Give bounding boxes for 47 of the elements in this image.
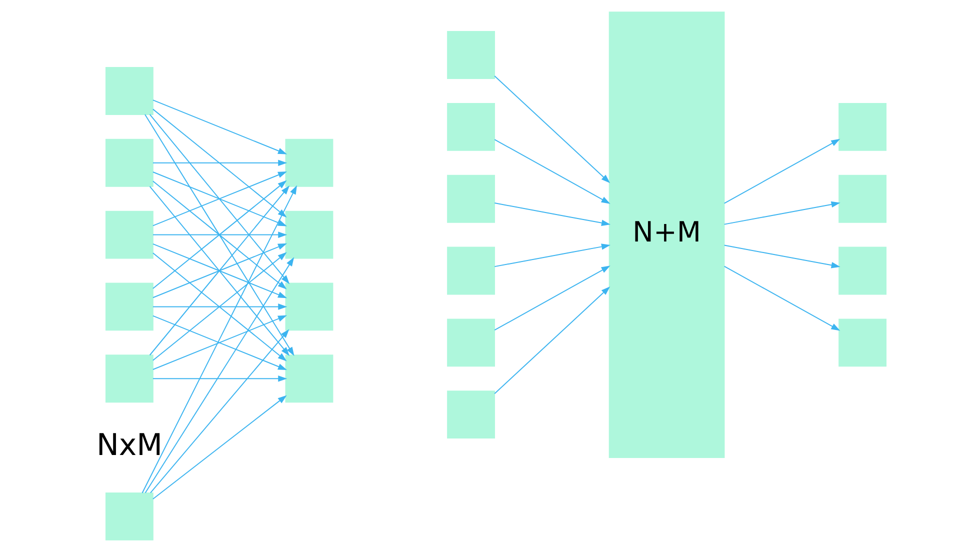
node-box bbox=[284, 210, 333, 259]
node-box bbox=[284, 282, 333, 331]
arrow bbox=[152, 108, 286, 218]
arrow bbox=[723, 266, 840, 331]
arrow bbox=[152, 395, 286, 500]
arrow bbox=[723, 138, 840, 204]
node-box bbox=[104, 492, 153, 540]
arrow bbox=[494, 202, 610, 226]
node-box bbox=[104, 282, 153, 331]
node-box bbox=[104, 67, 153, 115]
node-box bbox=[838, 174, 886, 223]
arrow bbox=[152, 160, 287, 166]
node-box bbox=[838, 246, 886, 295]
arrow bbox=[152, 304, 287, 310]
node-box bbox=[284, 354, 333, 403]
node-box bbox=[284, 138, 333, 187]
arrow bbox=[148, 114, 290, 284]
node-box bbox=[446, 31, 494, 79]
node-box bbox=[446, 390, 494, 439]
arrow bbox=[494, 266, 610, 331]
arrow bbox=[494, 286, 610, 394]
node-box bbox=[104, 210, 153, 259]
arrow bbox=[494, 244, 610, 268]
node-box bbox=[446, 318, 494, 367]
node-box bbox=[838, 318, 886, 367]
node-box bbox=[838, 102, 886, 151]
node-box bbox=[104, 138, 153, 187]
node-box: N+M bbox=[608, 12, 724, 458]
arrow bbox=[723, 244, 840, 268]
arrow bbox=[152, 100, 287, 154]
arrow bbox=[494, 76, 610, 184]
node-box bbox=[446, 246, 494, 295]
label: NxM bbox=[96, 428, 162, 464]
arrow bbox=[494, 139, 610, 204]
node-box bbox=[446, 174, 494, 223]
arrow bbox=[152, 243, 287, 298]
arrow bbox=[144, 257, 294, 494]
arrow bbox=[150, 329, 289, 494]
arrow bbox=[148, 186, 290, 356]
node-box bbox=[446, 102, 494, 151]
arrow bbox=[723, 201, 840, 225]
arrow bbox=[152, 232, 287, 238]
node-box bbox=[104, 354, 153, 403]
arrow bbox=[144, 114, 294, 356]
arrow bbox=[152, 375, 287, 382]
arrow bbox=[141, 185, 296, 494]
arrow bbox=[152, 315, 287, 370]
